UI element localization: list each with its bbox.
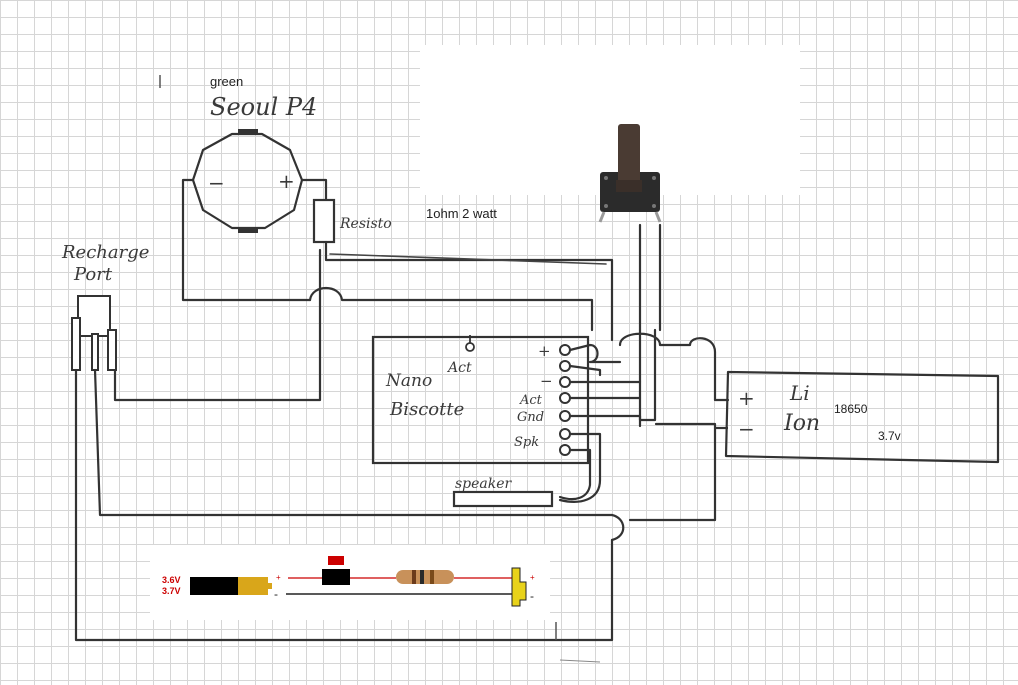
recharge-port-symbol xyxy=(71,295,117,371)
battery-size-label: 18650 xyxy=(834,402,868,416)
led-positive-wire xyxy=(300,178,328,202)
led-octagon xyxy=(191,129,304,233)
led-name-label: Seoul P4 xyxy=(210,93,317,121)
li-ion-battery xyxy=(724,370,1000,464)
led-plus-label: + xyxy=(278,169,295,193)
pin-minus-wire xyxy=(568,364,602,377)
led-minus-label: − xyxy=(208,171,225,195)
resistor-out-wire-shadow xyxy=(329,253,607,265)
pin-act-label: Act xyxy=(519,393,543,408)
led-color-label: green xyxy=(210,74,243,89)
legend-plus-1: + xyxy=(276,573,281,582)
legend-battery-gold xyxy=(238,577,268,595)
resistor-label: Resisto xyxy=(339,216,392,232)
legend-switch-cap xyxy=(328,556,344,565)
recharge-port-label-1: Recharge xyxy=(61,242,149,263)
battery-voltage-label: 3.7v xyxy=(878,429,901,443)
recharge-negative-wire xyxy=(74,368,614,642)
battery-chem-label-2: Ion xyxy=(783,411,820,436)
resistor-out-wire xyxy=(324,240,614,342)
switch-wire-loop xyxy=(638,328,657,422)
pin-spk-wire-b xyxy=(558,448,592,501)
pin-spk-wire-a xyxy=(558,432,602,503)
pin-gnd-wire xyxy=(568,414,642,428)
pin-gnd-label: Gnd xyxy=(517,410,544,425)
legend-voltage-a: 3.6V xyxy=(162,575,181,585)
pin-plus-label: + xyxy=(538,342,551,360)
speaker-symbol xyxy=(452,490,554,508)
legend-resistor xyxy=(396,570,454,584)
battery-minus-label: − xyxy=(738,417,755,441)
act-top-label: Act xyxy=(446,360,472,376)
legend-minus-2: - xyxy=(530,589,534,603)
legend-minus-1: - xyxy=(274,587,278,601)
act-pad-top xyxy=(465,342,475,352)
legend-switch xyxy=(322,569,350,585)
pin-spk-label: Spk xyxy=(514,435,539,450)
recharge-port-wire xyxy=(113,248,322,402)
nano-biscotte-board xyxy=(371,335,590,465)
recharge-port-label-2: Port xyxy=(73,264,113,285)
component-legend: 3.6V 3.7V + - + - xyxy=(162,556,535,607)
legend-voltage-b: 3.7V xyxy=(162,586,181,596)
resistor-symbol xyxy=(312,198,336,244)
legend-plus-2: + xyxy=(530,573,535,582)
legend-led xyxy=(511,567,527,607)
bottom-jumper xyxy=(610,513,625,542)
pin-plus-wire xyxy=(568,343,622,364)
led-negative-jumper xyxy=(308,286,594,332)
board-name-label-1: Nano xyxy=(385,371,432,391)
tactile-switch xyxy=(598,124,662,223)
led-negative-wire xyxy=(181,178,312,302)
battery-chem-label-1: Li xyxy=(789,381,810,405)
battery-positive-wire xyxy=(618,332,730,402)
legend-battery-black xyxy=(190,577,238,595)
battery-plus-label: + xyxy=(738,386,755,410)
speaker-label: speaker xyxy=(455,476,513,492)
resistor-value-label: 1ohm 2 watt xyxy=(426,206,497,221)
board-name-label-2: Biscotte xyxy=(389,399,464,420)
battery-negative-wire xyxy=(628,422,717,522)
erased-area xyxy=(420,45,800,195)
board-pins xyxy=(559,344,571,456)
pin-minus-label: − xyxy=(540,372,553,390)
recharge-middle-wire xyxy=(93,368,614,517)
